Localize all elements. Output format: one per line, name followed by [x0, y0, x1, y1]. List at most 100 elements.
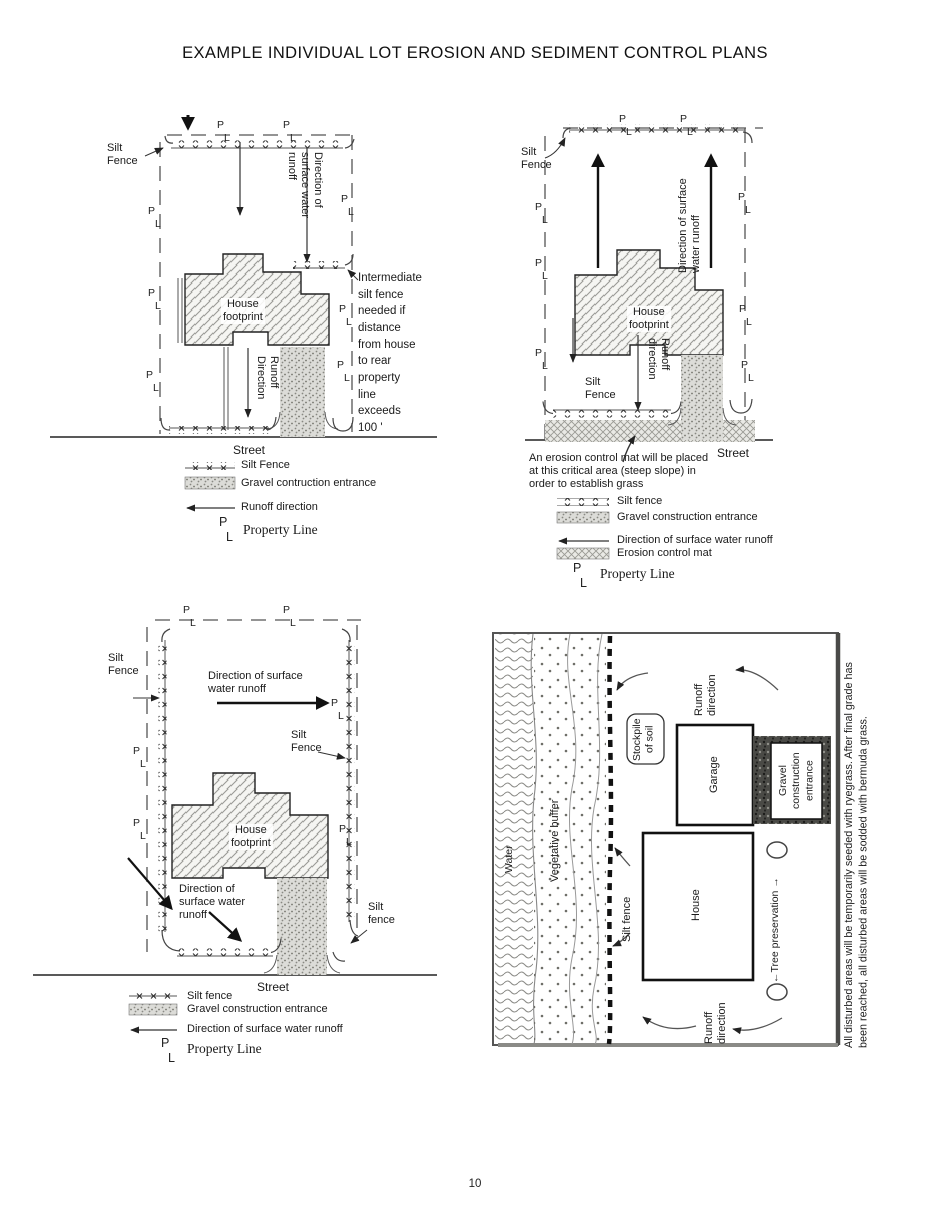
pl-p: P — [739, 303, 747, 315]
erosion-mat — [545, 420, 755, 442]
silt-fence-line — [606, 635, 614, 1045]
legend-swatches — [556, 498, 610, 560]
pl-p: P — [133, 817, 141, 829]
house-footprint-label: House footprint — [221, 298, 265, 324]
pl-l: L — [155, 217, 161, 230]
pl-l: L — [290, 131, 296, 144]
legend-direction: Direction of surface water runoff — [187, 1023, 343, 1035]
pl-l: L — [344, 371, 350, 384]
pl-l: L — [542, 269, 548, 282]
garage-outline — [675, 723, 755, 827]
gravel-entrance-label: Gravel construction entrance — [777, 752, 816, 810]
vegetative-buffer-label: Vegetative buffer — [549, 799, 561, 883]
pl-l: L — [687, 125, 693, 138]
plan-border — [492, 632, 841, 1047]
pl-l: L — [626, 125, 632, 138]
legend-gravel: Gravel construction entrance — [187, 1003, 328, 1015]
street-label: Street — [257, 980, 290, 994]
seeding-note: All disturbed areas will be temporarily … — [843, 662, 870, 1048]
pl-p: P — [741, 359, 749, 371]
gravel-entrance — [263, 878, 341, 975]
legend-property-line: Property Line — [600, 566, 675, 581]
pl-p: P — [339, 823, 347, 835]
pl-l: L — [290, 616, 296, 629]
silt-fence-label-right: Silt fence — [368, 901, 395, 926]
silt-fence-label: Silt Fence — [107, 142, 138, 167]
pl-p: P — [148, 205, 156, 217]
property-line-dashes — [146, 619, 361, 952]
pl-l: L — [338, 709, 344, 722]
legend-swatches — [128, 992, 178, 1034]
pl-l: L — [580, 575, 587, 590]
curved-arrows — [612, 665, 783, 1035]
house-footprint-label: House footprint — [229, 824, 273, 850]
silt-fence-bottom — [160, 416, 354, 434]
pl-p: P — [148, 287, 156, 299]
garage-label: Garage — [708, 756, 720, 794]
silt-fence-label: Silt Fence — [521, 146, 552, 171]
pl-l: L — [346, 315, 352, 328]
silt-fence-label-bottom: Silt Fence — [585, 376, 616, 401]
pl-l: L — [155, 299, 161, 312]
note-arrow — [622, 435, 636, 463]
house-label: House — [690, 889, 702, 922]
pl-l: L — [153, 381, 159, 394]
legend-runoff: Runoff direction — [241, 501, 318, 513]
water-label: Water — [503, 845, 515, 873]
pl-l: L — [542, 213, 548, 226]
pl-p: P — [219, 515, 228, 529]
legend-silt-fence: Silt Fence — [241, 459, 290, 471]
pl-p: P — [183, 604, 191, 616]
pl-p: P — [535, 257, 543, 269]
pl-p: P — [331, 697, 339, 709]
pl-l: L — [168, 1050, 175, 1065]
house-outline — [641, 831, 755, 982]
runoff-direction-label: Runoff direction — [646, 338, 671, 380]
house-footprint-shape — [574, 249, 724, 356]
pl-l: L — [140, 829, 146, 842]
silt-fence-top — [544, 124, 753, 159]
vegetative-buffer-area — [534, 633, 606, 1045]
runoff-arrows-down — [569, 318, 642, 411]
pl-p: P — [680, 113, 688, 125]
pl-l: L — [748, 371, 754, 384]
pl-l: L — [745, 203, 751, 216]
pl-p: P — [573, 561, 582, 575]
silt-fence-label: Silt fence — [621, 896, 633, 942]
silt-fence-top — [144, 135, 355, 157]
runoff-arrows-up — [591, 153, 718, 268]
pl-p: P — [535, 201, 543, 213]
pl-l: L — [140, 757, 146, 770]
legend-swatches — [184, 462, 236, 512]
pl-p: P — [738, 191, 746, 203]
pl-l: L — [190, 616, 196, 629]
direction-of-runoff-label: Direction of surface water runoff — [286, 152, 324, 219]
silt-fence-label-mid: Silt Fence — [291, 729, 322, 754]
street-label: Street — [717, 446, 750, 460]
runoff-arrows-diagonal — [127, 857, 243, 942]
stockpile-outline — [626, 713, 665, 765]
gravel-entrance-dark — [753, 736, 831, 824]
pl-l: L — [226, 529, 233, 544]
diagram-4-site-plan: Runoff direction Stockpile of soil Garag… — [490, 628, 880, 1053]
pl-p: P — [337, 359, 345, 371]
legend-mat: Erosion control mat — [617, 547, 712, 559]
legend-direction: Direction of surface water runoff — [617, 534, 773, 546]
